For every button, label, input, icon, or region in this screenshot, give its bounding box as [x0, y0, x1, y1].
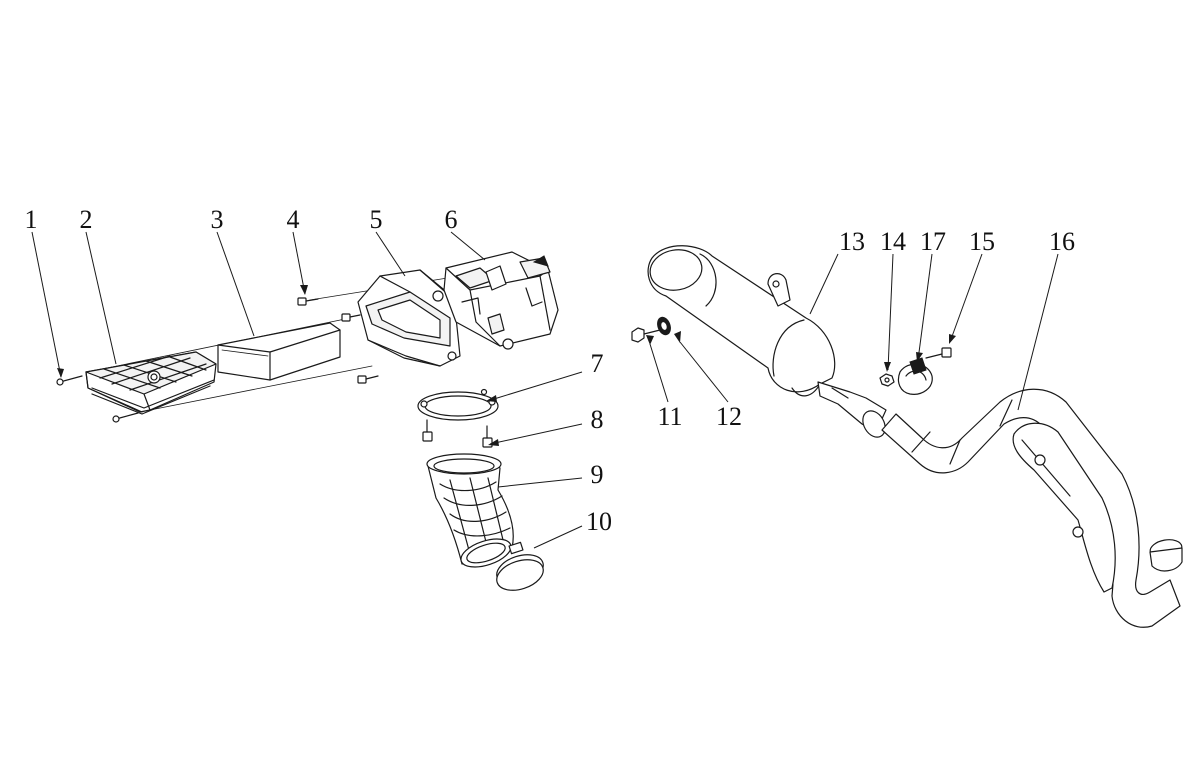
callout-10: 10	[586, 507, 612, 536]
callout-1: 1	[25, 205, 38, 234]
leader-arrowheads	[57, 285, 956, 446]
callout-3: 3	[211, 205, 224, 234]
bolt-part-4	[297, 297, 379, 384]
callout-5: 5	[370, 205, 383, 234]
nut-part-14	[879, 373, 895, 387]
ring-gasket-part-7	[417, 388, 499, 421]
screw-part-1	[56, 375, 139, 423]
callout-16: 16	[1049, 227, 1075, 256]
callout-4: 4	[287, 205, 300, 234]
hose-clamp-part-10	[496, 541, 544, 591]
callout-8: 8	[591, 405, 604, 434]
leader-lines	[31, 231, 1059, 549]
bolt-part-8	[422, 419, 493, 448]
callout-6: 6	[445, 205, 458, 234]
washer-part-12	[657, 316, 671, 336]
callout-9: 9	[591, 460, 604, 489]
callout-11: 11	[657, 402, 682, 431]
callout-7: 7	[591, 349, 604, 378]
airbox-lower-part-5	[357, 269, 461, 367]
callout-14: 14	[880, 227, 906, 256]
intake-boot-part-9	[426, 453, 514, 568]
header-pipe-part-16	[881, 388, 1183, 628]
clamp-part-17	[897, 357, 933, 395]
air-filter-part-3	[217, 322, 341, 381]
filter-cage-part-2	[85, 351, 217, 415]
callout-labels: 1 2 3 4 5 6 7 8 9 10 11 12 13 14 15 16 1…	[25, 205, 1076, 536]
airbox-upper-part-6	[443, 251, 559, 350]
muffler-part-13	[647, 245, 887, 438]
callout-15: 15	[969, 227, 995, 256]
bolt-part-11	[631, 327, 661, 343]
callout-13: 13	[839, 227, 865, 256]
callout-17: 17	[920, 227, 946, 256]
callout-2: 2	[80, 205, 93, 234]
callout-12: 12	[716, 402, 742, 431]
bolt-part-15	[925, 347, 952, 359]
